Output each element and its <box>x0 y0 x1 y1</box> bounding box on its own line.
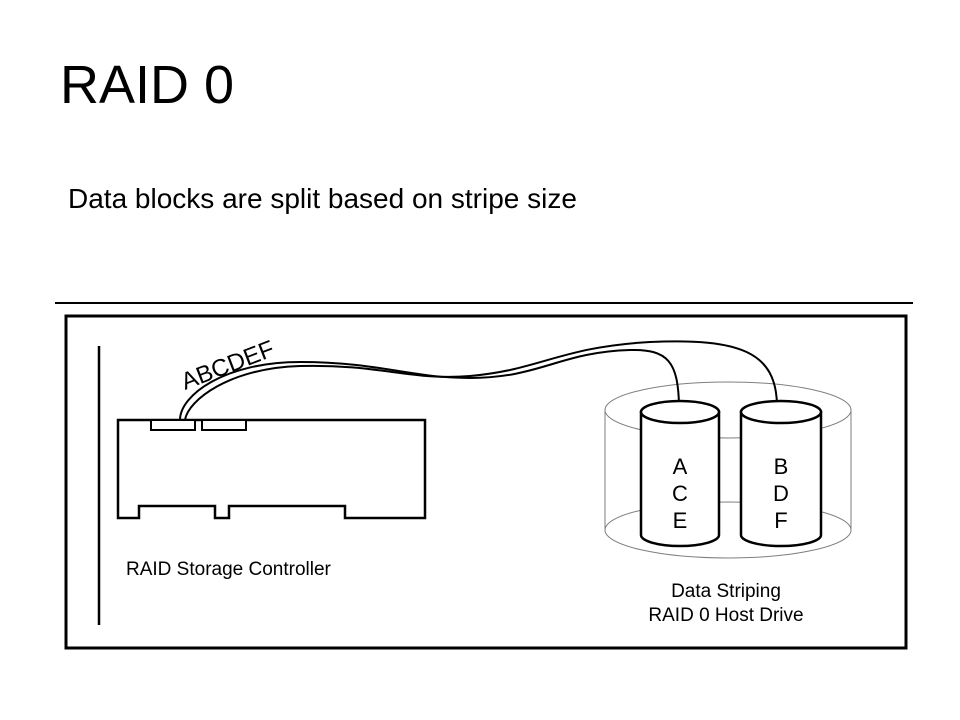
slide-subtitle: Data blocks are split based on stripe si… <box>68 183 577 214</box>
raid-controller-card <box>116 418 427 520</box>
host-drive-label-line2: RAID 0 Host Drive <box>648 605 803 626</box>
drive-a-block-3: E <box>673 508 688 533</box>
host-drive-enclosure <box>604 381 852 559</box>
controller-label: RAID Storage Controller <box>126 559 332 580</box>
drive-b-block-1: B <box>774 454 789 479</box>
slide-title: RAID 0 <box>60 55 235 115</box>
controller-connector-2 <box>201 419 247 431</box>
drive-b <box>739 399 823 548</box>
cable-to-drive-a <box>179 348 680 421</box>
controller-connector-1 <box>150 419 196 431</box>
drive-a-block-2: C <box>672 481 688 506</box>
drive-b-block-2: D <box>773 481 789 506</box>
divider-line <box>55 302 913 304</box>
host-drive-label-line1: Data Striping <box>671 581 781 602</box>
drive-b-block-3: F <box>774 508 787 533</box>
drive-a-block-1: A <box>673 454 688 479</box>
cable-to-drive-b <box>184 340 778 421</box>
drive-a <box>639 399 721 548</box>
